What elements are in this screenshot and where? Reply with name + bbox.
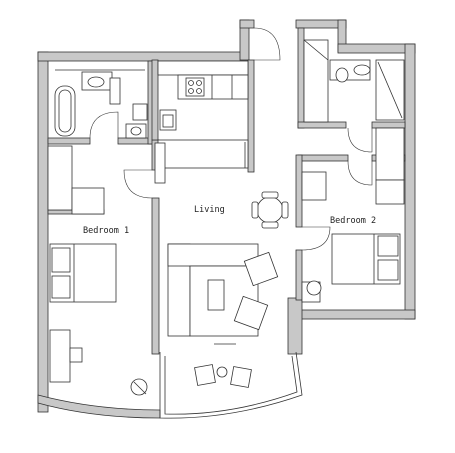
bedroom-1-furniture [49, 243, 148, 396]
wardrobes [47, 127, 405, 215]
room-labels: Living Bedroom 1 Bedroom 2 [83, 205, 376, 236]
bathroom-2 [303, 39, 405, 123]
bathroom-1 [54, 69, 148, 139]
bedroom-2-furniture [301, 233, 401, 303]
room-label-bedroom-1: Bedroom 1 [83, 226, 129, 236]
exterior-walls [37, 19, 416, 419]
room-label-bedroom-2: Bedroom 2 [330, 216, 376, 226]
living-furniture [167, 191, 289, 388]
doors [89, 27, 373, 251]
kitchen [157, 60, 249, 169]
room-label-living: Living [194, 205, 225, 215]
